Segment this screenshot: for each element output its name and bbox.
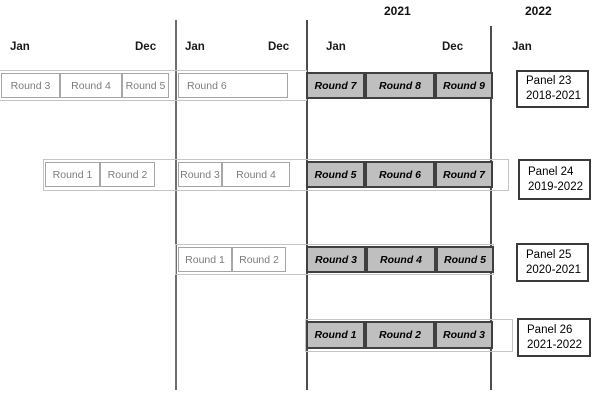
round-box: Round 3 (178, 162, 222, 187)
year-label-2022: 2022 (525, 4, 552, 18)
panel-name: Panel 25 (526, 248, 572, 261)
panel-years: 2021-2022 (527, 338, 582, 351)
round-box: Round 2 (232, 247, 286, 272)
round-box: Round 2 (100, 162, 155, 187)
month-label-dec-col3: Dec (442, 41, 464, 53)
round-box-highlighted: Round 5 (306, 161, 365, 188)
round-box: Round 4 (222, 162, 290, 187)
round-box-highlighted: Round 4 (366, 246, 436, 273)
round-box: Round 3 (1, 73, 60, 98)
panel-years: 2020-2021 (526, 263, 581, 276)
round-box-highlighted: Round 8 (365, 72, 435, 99)
panel-label-box: Panel 24 2019-2022 (518, 159, 591, 200)
month-label-jan-col1: Jan (10, 41, 30, 53)
round-box-highlighted: Round 5 (436, 246, 494, 273)
panel-label-box: Panel 23 2018-2021 (516, 70, 589, 108)
year-divider-line-1 (175, 20, 177, 390)
panel24-duration-box (43, 159, 509, 191)
round-box-highlighted: Round 7 (435, 161, 493, 188)
round-box: Round 1 (178, 247, 232, 272)
round-box-highlighted: Round 6 (365, 161, 435, 188)
month-label-dec-col1: Dec (135, 41, 157, 53)
round-box-highlighted: Round 9 (435, 72, 493, 99)
round-box-highlighted: Round 7 (306, 72, 365, 99)
round-box: Round 6 (178, 73, 288, 98)
month-label-dec-col2: Dec (268, 41, 290, 53)
round-box: Round 1 (45, 162, 100, 187)
panel-label-box: Panel 25 2020-2021 (516, 243, 589, 282)
panel-name: Panel 26 (527, 323, 573, 336)
panel-name: Panel 23 (526, 75, 572, 87)
month-label-jan-col4: Jan (512, 41, 532, 53)
year-label-2021: 2021 (384, 4, 411, 18)
month-label-jan-col3: Jan (326, 41, 346, 53)
panel26-duration-box (305, 319, 513, 352)
round-box: Round 5 (122, 73, 169, 98)
round-box-highlighted: Round 3 (306, 246, 366, 273)
round-box-highlighted: Round 3 (435, 321, 493, 349)
round-box-highlighted: Round 1 (306, 321, 365, 349)
year-divider-line-2 (306, 20, 308, 390)
round-box: Round 4 (60, 73, 122, 98)
year-divider-line-3 (490, 26, 492, 390)
panel-label-box: Panel 26 2021-2022 (517, 318, 591, 357)
month-label-jan-col2: Jan (185, 41, 205, 53)
panel-years: 2018-2021 (526, 90, 581, 102)
panel-name: Panel 24 (528, 165, 574, 178)
round-box-highlighted: Round 2 (365, 321, 435, 349)
panel-years: 2019-2022 (528, 180, 583, 193)
